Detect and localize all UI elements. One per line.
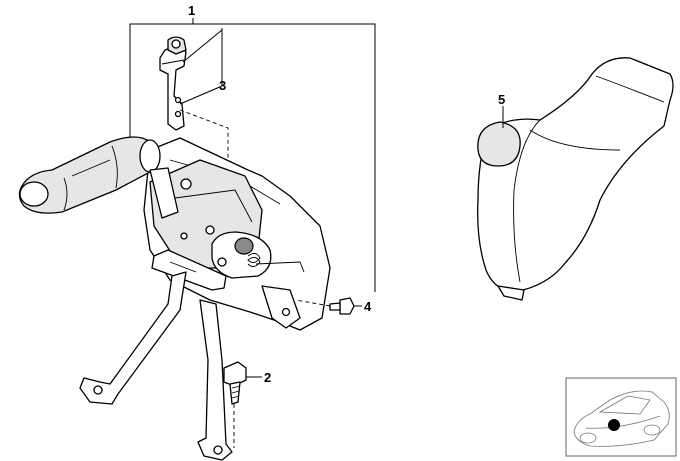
callout-1: 1: [188, 3, 195, 18]
lever-boot-cover: [477, 57, 674, 301]
callout-5: 5: [498, 92, 505, 107]
callout-4: 4: [364, 299, 372, 314]
bolt-part: [223, 361, 247, 448]
callout-3: 3: [219, 78, 226, 93]
mounting-foot: [79, 271, 233, 461]
handbrake-lever-assembly: [18, 136, 331, 331]
lever-grip: [18, 136, 161, 214]
assembly-dashline-upper: [179, 109, 229, 160]
ratchet-spring: [211, 231, 305, 279]
location-marker: [608, 419, 620, 431]
callout-leader-3: [179, 28, 223, 105]
screw-part: [295, 297, 355, 315]
callout-2: 2: [264, 370, 271, 385]
cable-bracket-part: [159, 36, 187, 131]
vehicle-location-inset: [565, 377, 677, 457]
callout-bracket-1: [129, 18, 376, 292]
